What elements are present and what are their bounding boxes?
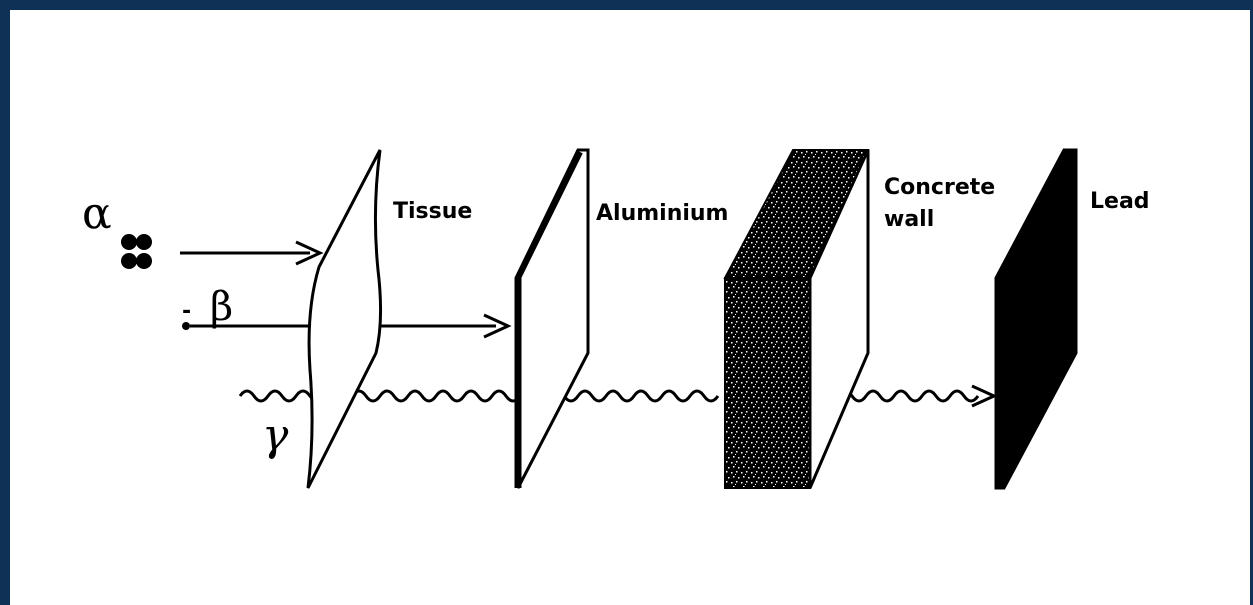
concrete-front-face <box>725 278 810 488</box>
beta-sign: - <box>182 299 191 324</box>
gamma-arrowhead-icon <box>972 386 994 406</box>
gamma-wave-segment-1 <box>240 391 520 401</box>
gamma-wave-segment-2 <box>550 391 718 401</box>
tissue-sheet: Tissue <box>308 150 472 488</box>
concrete-wall: Concrete wall <box>725 150 995 488</box>
lead-sheet: Lead <box>996 150 1150 488</box>
tissue-label: Tissue <box>393 199 472 224</box>
gamma-wave-segment-3 <box>838 391 978 401</box>
diagram-canvas: α β - γ Tissue Aluminium <box>10 10 1250 605</box>
electron-dot-icon <box>182 322 190 330</box>
aluminium-sheet: Aluminium <box>516 150 728 488</box>
beta-symbol: β <box>210 284 233 330</box>
alpha-symbol: α <box>82 188 112 239</box>
aluminium-label: Aluminium <box>596 201 728 226</box>
alpha-particle-group: α <box>82 188 320 269</box>
radiation-penetration-diagram: α β - γ Tissue Aluminium <box>10 10 1250 605</box>
concrete-label-line2: wall <box>884 207 934 232</box>
alpha-nucleus-icon <box>121 234 152 269</box>
concrete-label-line1: Concrete <box>884 175 995 200</box>
gamma-symbol: γ <box>262 410 289 461</box>
lead-label: Lead <box>1090 189 1150 214</box>
